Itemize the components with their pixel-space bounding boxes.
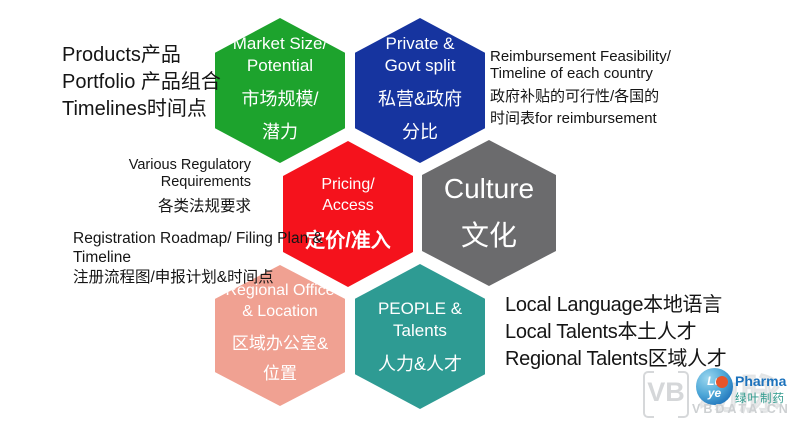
- vb-logo-bracket-left-icon: [643, 371, 654, 418]
- hexagon-culture: Culture 文化: [422, 140, 556, 286]
- private-govt-label-en: Private & Govt split: [384, 34, 456, 76]
- market-size-label-en: Market Size/ Potential: [232, 34, 328, 76]
- hexagon-people-talents: PEOPLE & Talents 人力&人才: [355, 264, 485, 409]
- luye-pharma-label-zh: 绿叶制药: [735, 393, 785, 405]
- vbdata-watermark-url: VBDATA.CN: [692, 402, 791, 416]
- vb-logo: VB: [643, 371, 689, 418]
- note-products-portfolio-timelines: Products产品 Portfolio 产品组合 Timelines时间点: [62, 44, 221, 120]
- luye-logo-text-bottom: ye: [707, 385, 722, 400]
- note-reimbursement-en: Reimbursement Feasibility/ Timeline of e…: [490, 48, 671, 82]
- vb-logo-bracket-right-icon: [678, 371, 689, 418]
- hexagon-private-govt-split: Private & Govt split 私营&政府 分比: [355, 18, 485, 163]
- market-size-label-zh: 市场规模/ 潜力: [241, 89, 319, 142]
- luye-logo-icon: Lu ye: [696, 368, 733, 405]
- luye-pharma-label: Pharma: [735, 373, 787, 389]
- pricing-access-label-en: Pricing/ Access: [321, 175, 375, 214]
- hexagon-market-size: Market Size/ Potential 市场规模/ 潜力: [215, 18, 345, 163]
- private-govt-label-zh: 私营&政府 分比: [377, 89, 462, 142]
- people-talents-label-en: PEOPLE & Talents: [377, 298, 463, 340]
- regional-office-label-en: Regional Office & Location: [225, 282, 335, 320]
- vb-logo-text: VB: [647, 377, 685, 407]
- note-registration-roadmap-zh: 注册流程图/申报计划&时间点: [73, 269, 274, 286]
- people-talents-label-zh: 人力&人才: [377, 353, 462, 374]
- luye-orange-dot-icon: [716, 376, 728, 388]
- culture-label-zh: 文化: [460, 219, 517, 251]
- note-regulatory-requirements-zh: 各类法规要求: [158, 198, 252, 215]
- culture-label-en: Culture: [443, 173, 535, 204]
- regional-office-label-zh: 区域办公室& 位置: [231, 333, 329, 384]
- hexagon-pricing-access: Pricing/ Access 定价/准入: [283, 141, 413, 287]
- note-registration-roadmap-en: Registration Roadmap/ Filing Plan & Time…: [73, 230, 323, 266]
- note-regulatory-requirements-en: Various Regulatory Requirements: [128, 157, 251, 190]
- note-reimbursement-zh: 政府补贴的可行性/各国的 时间表for reimbursement: [490, 88, 660, 127]
- pricing-access-label-zh: 定价/准入: [305, 230, 391, 253]
- note-local-language-talents: Local Language本地语言 Local Talents本土人才 Reg…: [505, 294, 727, 370]
